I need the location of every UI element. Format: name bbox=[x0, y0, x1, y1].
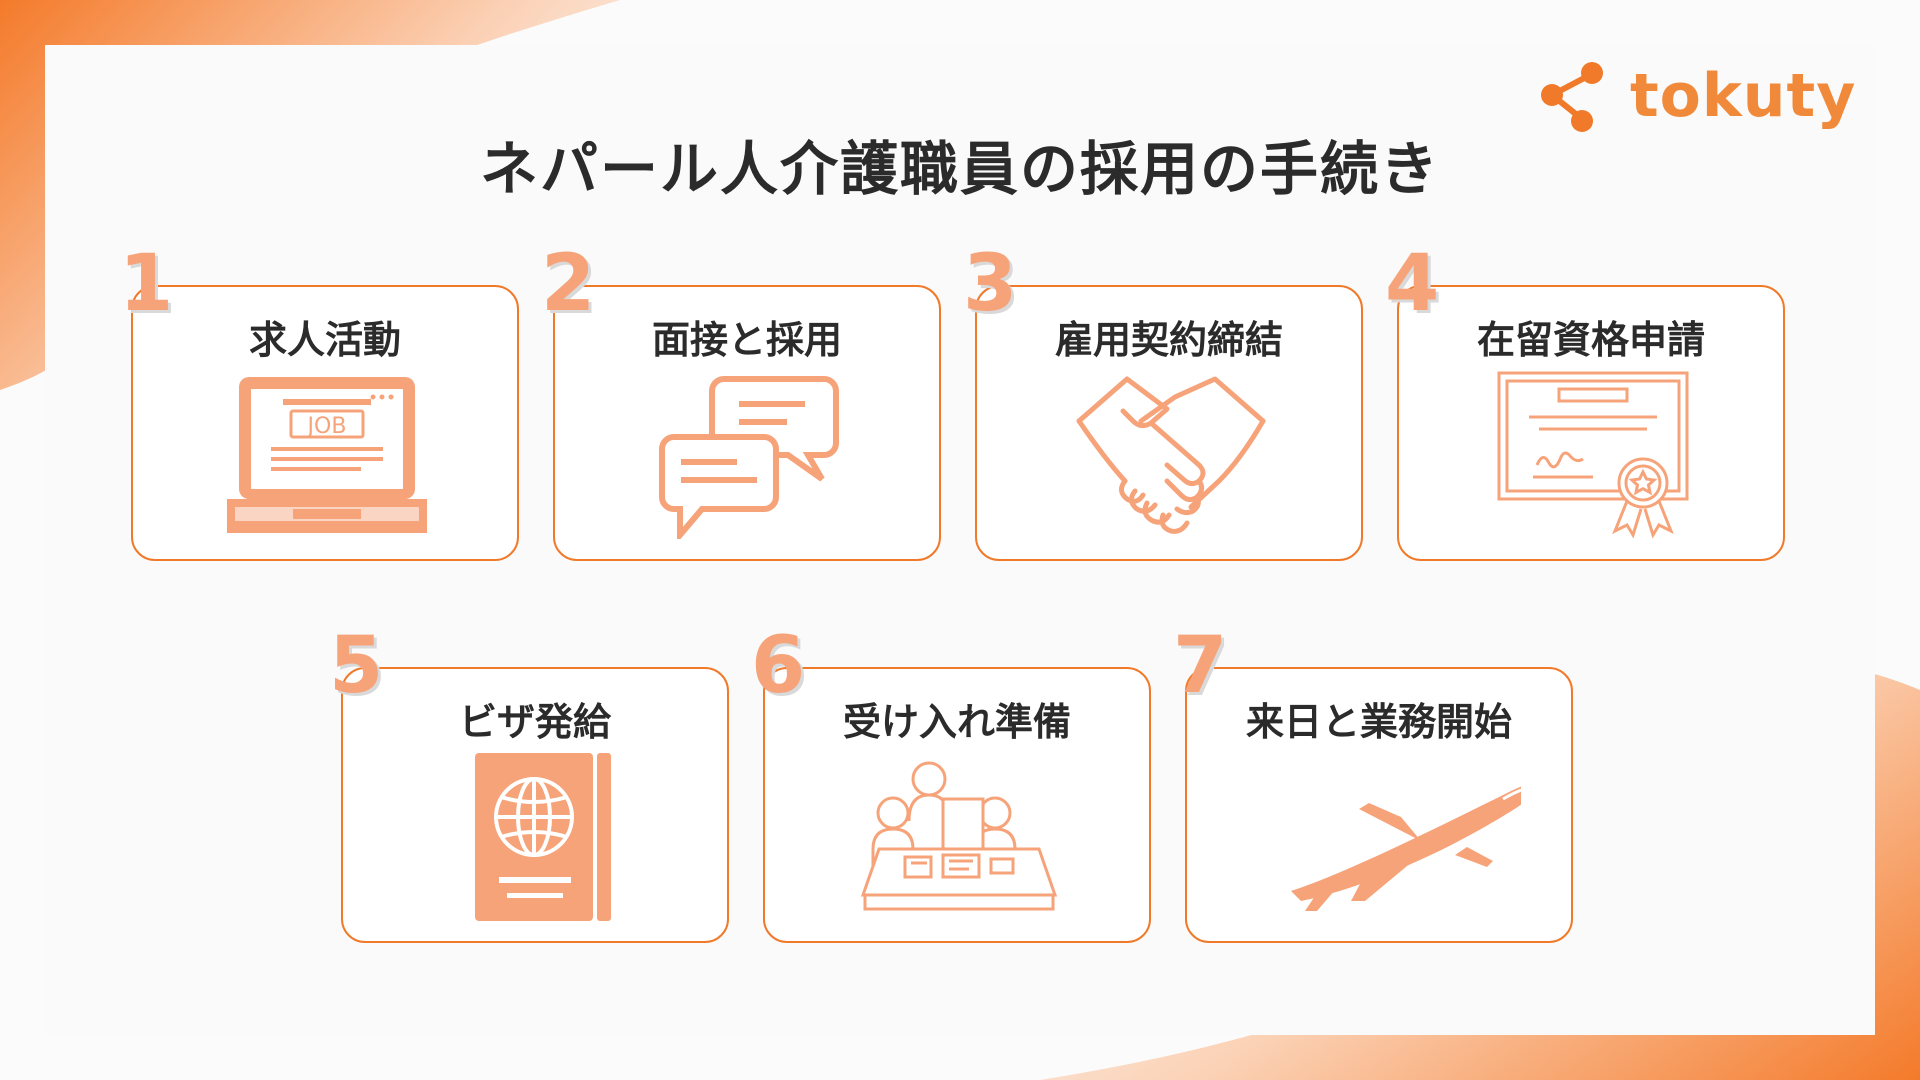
step-label: 在留資格申請 bbox=[1476, 318, 1705, 362]
step-card-2: 2 面接と採用 bbox=[541, 239, 941, 561]
step-label: 雇用契約締結 bbox=[1054, 318, 1283, 362]
step-number: 2 bbox=[541, 239, 596, 329]
certificate-icon bbox=[1497, 371, 1689, 539]
step-number: 5 bbox=[329, 621, 384, 711]
passport-icon bbox=[475, 753, 611, 921]
step-number: 3 bbox=[963, 239, 1018, 329]
step-label: 面接と採用 bbox=[651, 318, 842, 362]
step-card-1: 1 求人活動 JOB bbox=[119, 239, 519, 561]
tokuty-logo: tokuty bbox=[1530, 55, 1880, 145]
step-card-4: 4 在留資格申請 bbox=[1385, 239, 1785, 561]
logo-text: tokuty bbox=[1630, 61, 1857, 131]
step-label: ビザ発給 bbox=[458, 700, 611, 744]
step-card-7: 7 来日と業務開始 bbox=[1173, 621, 1573, 943]
step-number: 1 bbox=[119, 239, 174, 329]
step-label: 来日と業務開始 bbox=[1245, 700, 1512, 744]
meeting-table-icon bbox=[860, 761, 1058, 911]
step-label: 求人活動 bbox=[248, 318, 401, 362]
airplane-icon bbox=[1291, 786, 1521, 911]
step-card-3: 3 雇用契約締結 bbox=[963, 239, 1363, 561]
page-title: ネパール人介護職員の採用の手続き bbox=[479, 135, 1440, 203]
step-card-5: 5 ビザ発給 bbox=[329, 621, 729, 943]
laptop-job-icon: JOB bbox=[227, 377, 427, 533]
molecule-share-icon bbox=[1541, 62, 1603, 132]
job-icon-text: JOB bbox=[306, 414, 347, 439]
handshake-icon bbox=[1076, 376, 1266, 534]
step-card-6: 6 受け入れ準備 bbox=[751, 621, 1151, 943]
step-number: 7 bbox=[1173, 621, 1228, 711]
step-number: 4 bbox=[1385, 239, 1440, 329]
chat-bubbles-icon bbox=[659, 376, 839, 539]
step-label: 受け入れ準備 bbox=[842, 700, 1071, 744]
step-number: 6 bbox=[751, 621, 806, 711]
